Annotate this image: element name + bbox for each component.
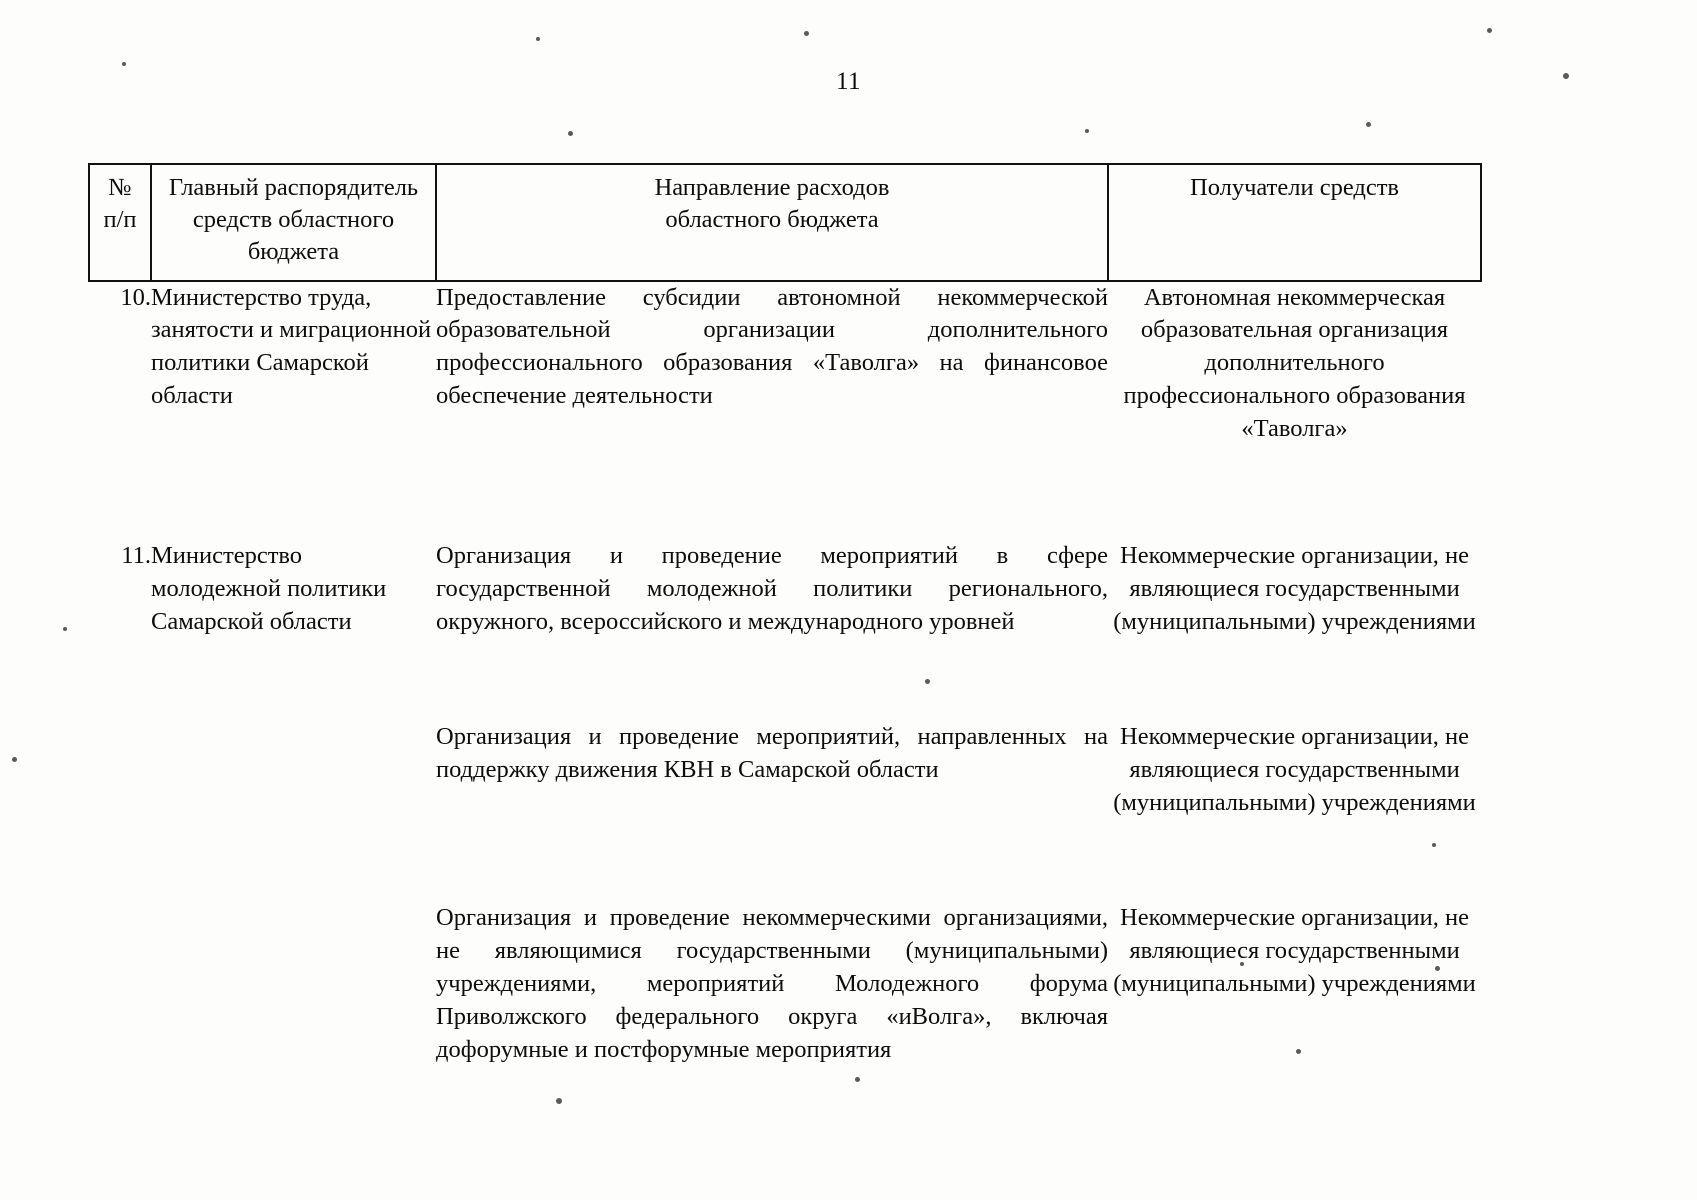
scan-speckle — [1085, 129, 1089, 133]
scan-speckle — [122, 62, 126, 66]
row-chief-administrator: Министерство молодежной политики Самарск… — [151, 542, 387, 636]
direction-paragraph: Организация и проведение мероприятий, на… — [436, 723, 1108, 783]
row-recipient: Некоммерческие организации, не являющиес… — [1108, 902, 1481, 1067]
row-direction: Организация и проведение мероприятий, на… — [436, 721, 1108, 820]
header-cell-chief-administrator: Главный распорядитель средств областного… — [150, 163, 437, 282]
row-spacer — [89, 820, 1481, 902]
scan-speckle — [855, 1077, 860, 1082]
header-number-line1: № — [108, 174, 132, 201]
header-cell-direction: Направление расходов областного бюджета — [435, 163, 1109, 282]
direction-paragraph: Организация и проведение мероприятий в с… — [436, 542, 1108, 636]
row-recipient: Некоммерческие организации, не являющиес… — [1108, 721, 1481, 820]
row-recipient: Автономная некоммерческая образовательна… — [1108, 281, 1481, 447]
row-chief-administrator-empty — [151, 721, 436, 820]
row-spacer — [89, 639, 1481, 721]
direction-paragraph: Предоставление субсидии автономной неком… — [436, 283, 1108, 410]
scan-speckle — [1435, 966, 1440, 971]
scan-speckle — [1366, 122, 1371, 127]
table-row: Организация и проведение мероприятий, на… — [89, 721, 1481, 820]
scan-speckle — [12, 757, 17, 762]
header-cell-number: № п/п — [88, 163, 152, 282]
header-chief-line1: Главный распорядитель — [168, 174, 419, 201]
table-row: 11. Министерство молодежной политики Сам… — [89, 540, 1481, 639]
scan-speckle — [1432, 843, 1436, 847]
header-direction-line1: Направление расходов — [654, 174, 890, 201]
scan-speckle — [63, 627, 67, 631]
recipient-paragraph: Некоммерческие организации, не являющиес… — [1113, 723, 1476, 816]
table-row: 10. Министерство труда, занятости и мигр… — [89, 281, 1481, 447]
header-chief-line2: средств областного — [192, 205, 395, 233]
scan-speckle — [1296, 1049, 1301, 1054]
row-chief-administrator: Министерство труда, занятости и миграцио… — [151, 283, 432, 410]
row-recipient: Некоммерческие организации, не являющиес… — [1108, 540, 1481, 639]
header-direction-line2: областного бюджета — [665, 205, 879, 233]
page-number: 11 — [835, 68, 862, 95]
direction-paragraph: Организация и проведение некоммерческими… — [436, 903, 1108, 1063]
scan-speckle — [568, 131, 573, 136]
row-direction: Предоставление субсидии автономной неком… — [436, 281, 1108, 447]
row-spacer — [89, 446, 1481, 540]
recipient-paragraph: Автономная некоммерческая образовательна… — [1123, 283, 1466, 443]
header-number-line2: п/п — [103, 205, 137, 233]
row-chief-administrator-empty — [151, 902, 436, 1067]
scan-speckle — [1240, 962, 1244, 966]
recipient-paragraph: Некоммерческие организации, не являющиес… — [1113, 542, 1476, 636]
row-number-empty — [89, 902, 151, 1067]
table-header-row: № п/п Главный распорядитель средств обла… — [88, 163, 1482, 282]
row-number: 10. — [120, 283, 151, 311]
scan-speckle — [925, 679, 930, 684]
header-recipients-label: Получатели средств — [1190, 174, 1399, 201]
table-row: Организация и проведение некоммерческими… — [89, 902, 1481, 1067]
budget-table: № п/п Главный распорядитель средств обла… — [88, 163, 1482, 1067]
scan-speckle — [536, 37, 540, 41]
row-number: 11. — [121, 542, 151, 570]
scan-speckle — [804, 31, 809, 36]
header-cell-recipients: Получатели средств — [1107, 163, 1482, 282]
header-chief-line3: бюджета — [247, 237, 340, 265]
row-direction: Организация и проведение некоммерческими… — [436, 902, 1108, 1067]
row-number-empty — [89, 721, 151, 820]
scan-speckle — [556, 1098, 562, 1104]
row-direction: Организация и проведение мероприятий в с… — [436, 540, 1108, 639]
recipient-paragraph: Некоммерческие организации, не являющиес… — [1113, 903, 1476, 997]
scan-speckle — [1563, 73, 1569, 79]
scan-speckle — [1487, 28, 1492, 33]
